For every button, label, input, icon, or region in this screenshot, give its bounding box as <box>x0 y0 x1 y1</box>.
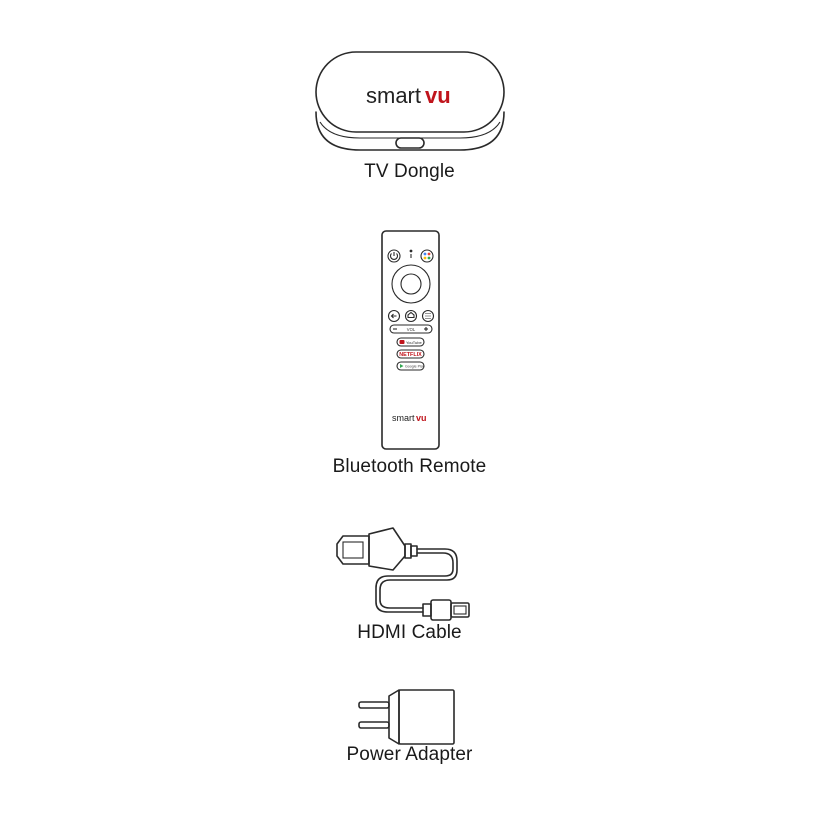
tv-dongle-icon: smart vu <box>315 51 505 151</box>
caption-bluetooth-remote: Bluetooth Remote <box>332 456 487 477</box>
caption-tv-dongle: TV Dongle <box>364 161 455 182</box>
remote-brand-part1: smart <box>392 413 415 423</box>
power-adapter-icon <box>358 689 455 745</box>
hdmi-cable-icon <box>336 527 470 621</box>
dongle-brand-part1: smart <box>366 83 421 108</box>
dongle-brand-part2: vu <box>425 83 451 108</box>
caption-power-adapter: Power Adapter <box>346 744 473 765</box>
remote-youtube-label: YouTube <box>406 340 422 345</box>
caption-hdmi-cable: HDMI Cable <box>357 622 462 643</box>
remote-netflix-label: NETFLIX <box>399 352 422 358</box>
remote-brand-part2: vu <box>416 413 427 423</box>
remote-vol-label: VOL <box>407 327 416 332</box>
remote-play-label: Google Play <box>405 365 425 369</box>
remote-icon: VOL YouTube NETFLIX Google Play smart vu <box>381 230 440 450</box>
